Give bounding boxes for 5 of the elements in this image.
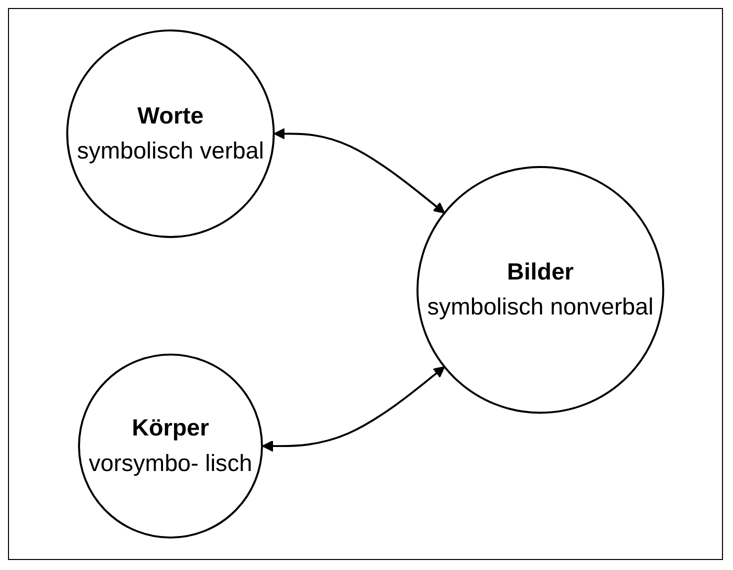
circle-node: Bilder symbolisch nonverbal	[416, 166, 664, 414]
circle-node: Worte symbolisch verbal	[66, 29, 275, 238]
double-arrow	[262, 366, 446, 452]
double-arrow	[274, 128, 446, 214]
circle-node: Körper vorsymbo- lisch	[78, 354, 264, 539]
